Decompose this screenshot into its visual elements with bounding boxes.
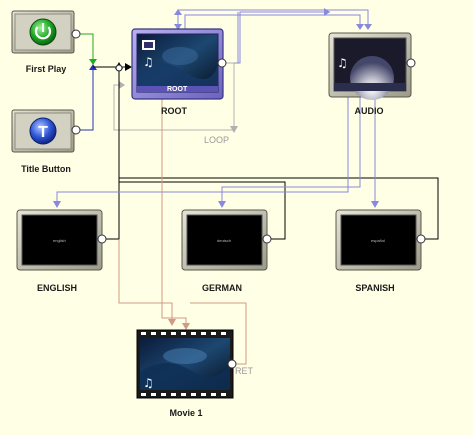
spanish-label: SPANISH [355,283,395,293]
link-root-movie [118,96,190,330]
first-play-label: First Play [25,64,67,74]
german-label: GERMAN [202,283,242,293]
power-icon [29,18,57,46]
english-label: ENGLISH [36,283,77,293]
link-ret [190,302,247,365]
node-audio[interactable]: ♫ [328,32,416,100]
film-icon [142,40,155,50]
root-tag-label: ROOT [167,86,188,93]
link-junction-root [93,63,132,71]
link-audio-languages [53,96,379,208]
filmstrip-perforations [141,332,226,396]
connections [53,8,439,365]
node-german[interactable] [181,209,272,271]
node-spanish[interactable] [335,209,426,271]
svg-text:♫: ♫ [143,55,154,69]
music-note-icon: ♫ [143,376,154,390]
svg-text:T: T [38,124,48,141]
node-first-play[interactable] [11,10,81,54]
node-english[interactable] [16,209,107,271]
movie1-label: Movie 1 [169,408,203,418]
link-root-to-audio-side [225,8,330,64]
link-spanish-root [119,177,439,240]
svg-text:♫: ♫ [143,376,154,390]
link-firstplay [76,33,97,65]
spanish-screen-text: español [371,238,386,243]
english-screen-text: english [53,238,66,243]
link-german-root [119,181,286,240]
node-movie1[interactable]: ♫ [136,329,237,399]
german-screen-text: deutsch [217,238,232,243]
ret-label: RET [235,366,253,376]
link-loop [113,62,238,133]
node-root[interactable]: ♫ [115,28,227,100]
audio-label: AUDIO [354,106,384,116]
title-t-icon: T [29,117,57,145]
loop-label: LOOP [204,135,230,145]
music-note-icon: ♫ [143,55,154,69]
node-title-button[interactable]: T [11,109,81,153]
title-button-label: Title Button [21,164,71,174]
music-note-icon: ♫ [337,56,348,70]
svg-text:♫: ♫ [337,56,348,70]
root-label: ROOT [161,106,187,116]
